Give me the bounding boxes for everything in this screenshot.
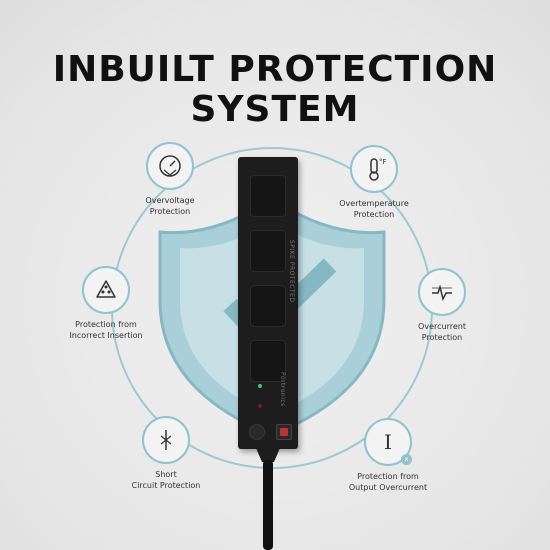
feature-overtemperature: °F Overtemperature Protection <box>304 145 444 220</box>
page-title: INBUILT PROTECTION <box>52 49 498 90</box>
feature-label: Short Circuit Protection <box>131 470 201 490</box>
red-led <box>258 404 262 408</box>
waveform-icon <box>418 268 466 316</box>
socket <box>250 285 286 327</box>
close-icon: × <box>401 454 412 465</box>
power-switch[interactable] <box>276 424 292 440</box>
feature-label: Overtemperature Protection <box>339 199 409 219</box>
socket <box>250 175 286 217</box>
feature-label: Overvoltage Protection <box>145 196 195 216</box>
power-strip-tail <box>256 448 280 462</box>
feature-overvoltage: Overvoltage Protection <box>100 142 240 217</box>
brand-label: Portronics <box>279 372 286 407</box>
feature-short-circuit: Short Circuit Protection <box>96 416 236 491</box>
plug-socket-icon <box>82 266 130 314</box>
svg-text:°F: °F <box>379 158 387 166</box>
thermometer-icon: °F <box>350 145 398 193</box>
power-cable <box>263 460 273 550</box>
feature-overcurrent: Overcurrent Protection <box>372 268 512 343</box>
page-title-line2: SYSTEM <box>190 89 360 130</box>
feature-output-overcurrent: I × Protection from Output Overcurrent <box>318 418 458 493</box>
green-led <box>258 384 262 388</box>
power-switch-red <box>280 428 288 436</box>
feature-label: Protection from Output Overcurrent <box>348 472 428 492</box>
reset-button[interactable] <box>249 424 265 440</box>
socket <box>250 230 286 272</box>
spark-icon <box>142 416 190 464</box>
feature-label: Protection from Incorrect Insertion <box>69 320 143 340</box>
feature-label: Overcurrent Protection <box>418 322 466 342</box>
socket <box>250 340 286 382</box>
feature-incorrect-insertion: Protection from Incorrect Insertion <box>36 266 176 341</box>
spike-protected-label: SPIKE PROTECTED <box>288 240 295 303</box>
gauge-icon <box>146 142 194 190</box>
